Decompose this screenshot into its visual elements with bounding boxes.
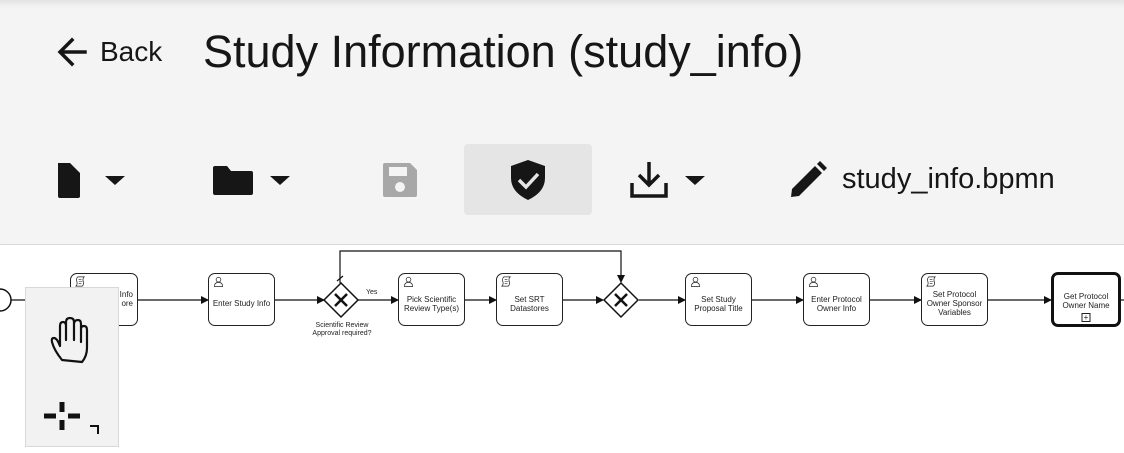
user-task[interactable]: Set Study Proposal Title bbox=[685, 273, 752, 326]
user-task[interactable]: Enter Study Info bbox=[208, 273, 275, 326]
exclusive-gateway bbox=[322, 281, 360, 319]
file-menu-button[interactable] bbox=[44, 144, 140, 215]
download-icon bbox=[630, 161, 668, 198]
hand-tool[interactable] bbox=[46, 316, 98, 373]
user-icon bbox=[691, 276, 700, 287]
save-icon bbox=[383, 162, 417, 197]
file-icon bbox=[58, 162, 80, 198]
user-icon bbox=[214, 276, 223, 287]
shield-check-icon bbox=[511, 159, 545, 200]
chevron-down-icon bbox=[105, 175, 125, 185]
back-label: Back bbox=[100, 36, 163, 67]
arrow-left-icon bbox=[57, 37, 87, 67]
gateway-label: Scientific Review Approval required? bbox=[312, 322, 372, 337]
script-icon bbox=[501, 276, 512, 287]
exclusive-gateway bbox=[602, 281, 640, 319]
task-label: Get Protocol Owner Name bbox=[1062, 291, 1110, 310]
folder-menu-button[interactable] bbox=[200, 144, 304, 215]
back-button[interactable]: Back bbox=[52, 32, 162, 72]
download-menu-button[interactable] bbox=[616, 144, 720, 215]
app-header: Back Study Information (study_info) stud… bbox=[0, 0, 1124, 245]
folder-icon bbox=[213, 165, 253, 195]
pencil-icon bbox=[791, 160, 827, 197]
start-event bbox=[0, 288, 12, 312]
page-title: Study Information (study_info) bbox=[203, 26, 804, 77]
chevron-down-icon bbox=[685, 175, 705, 185]
sequence-flow bbox=[339, 250, 625, 283]
task-label: Set SRT Datastores bbox=[510, 294, 549, 313]
call-activity-task[interactable]: Get Protocol Owner Name + bbox=[1051, 272, 1121, 327]
bpmn-canvas[interactable]: Yes Scientific Review Approval required?… bbox=[0, 245, 1124, 438]
validate-button[interactable] bbox=[464, 144, 592, 215]
sequence-flows bbox=[0, 250, 1124, 319]
task-label: Enter Study Info bbox=[212, 299, 271, 308]
task-label: Info ore bbox=[119, 290, 133, 308]
user-icon bbox=[404, 276, 413, 287]
lasso-tool-icon bbox=[44, 402, 99, 434]
expand-icon: + bbox=[1081, 313, 1091, 322]
script-icon bbox=[75, 276, 86, 287]
task-label: Pick Scientific Review Type(s) bbox=[404, 294, 459, 313]
hand-tool-icon bbox=[50, 316, 89, 364]
script-task[interactable]: Set Protocol Owner Sponsor Variables bbox=[921, 273, 988, 326]
task-label: Set Study Proposal Title bbox=[694, 294, 743, 313]
default-flow-marker bbox=[336, 275, 344, 282]
script-task[interactable]: Set SRT Datastores bbox=[496, 273, 563, 326]
task-label: Enter Protocol Owner Info bbox=[811, 294, 862, 313]
save-button[interactable] bbox=[364, 144, 436, 215]
file-name: study_info.bpmn bbox=[842, 163, 1055, 195]
task-label: Set Protocol Owner Sponsor Variables bbox=[926, 290, 983, 317]
script-icon bbox=[926, 276, 937, 287]
rename-file-button[interactable]: study_info.bpmn bbox=[788, 144, 1055, 215]
chevron-down-icon bbox=[270, 175, 290, 185]
user-task[interactable]: Enter Protocol Owner Info bbox=[803, 273, 870, 326]
user-task[interactable]: Pick Scientific Review Type(s) bbox=[398, 273, 465, 326]
lasso-tool[interactable] bbox=[42, 400, 106, 453]
flow-label-yes: Yes bbox=[366, 289, 378, 296]
user-icon bbox=[809, 276, 818, 287]
tool-palette bbox=[25, 287, 119, 447]
